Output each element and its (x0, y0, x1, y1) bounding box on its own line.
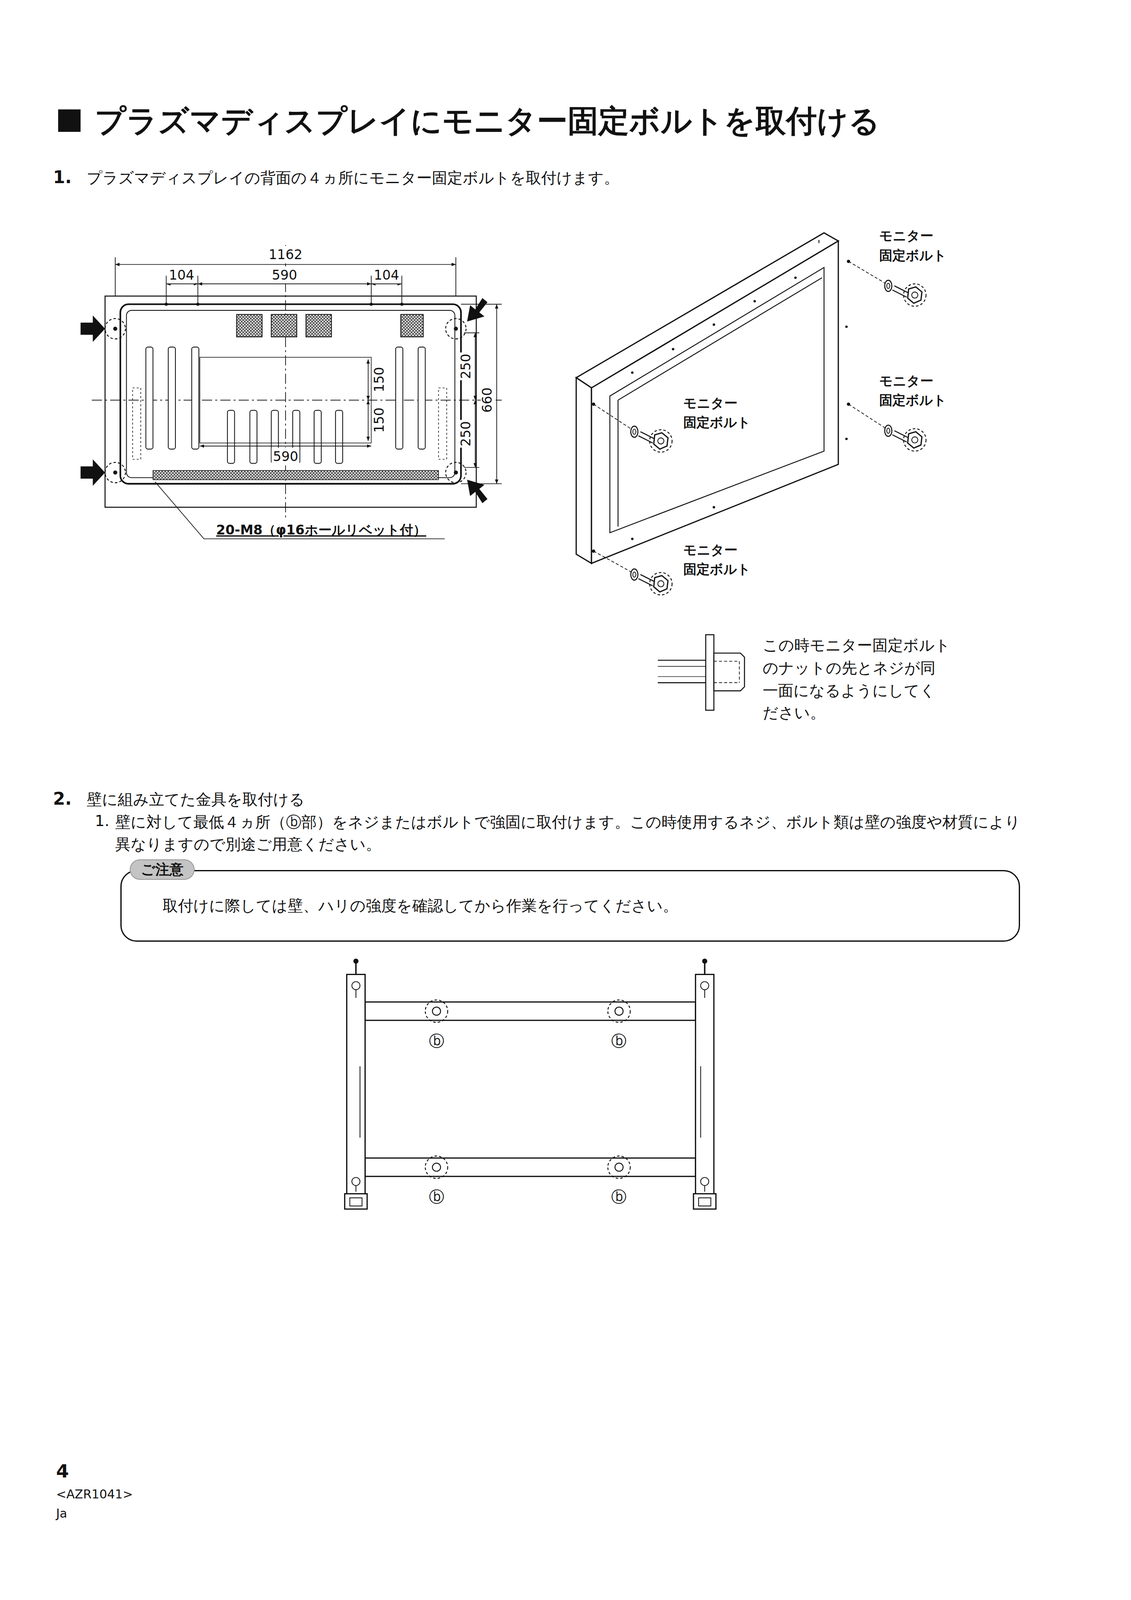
part-name: モニター 固定ボルト (879, 371, 949, 410)
dimension: 590 (270, 266, 299, 284)
instruction: 壁に対して最低４ヵ所（ⓑ部）をネジまたはボルトで強固に取付けます。この時使用する… (115, 810, 1029, 856)
page-title: プラズマディスプレイにモニター固定ボルトを取付ける (94, 101, 881, 141)
dimension: 104 (167, 266, 196, 284)
language-code: Ja (55, 1505, 68, 1522)
dimension: 150 (372, 406, 386, 435)
dimension: 150 (372, 365, 386, 394)
instruction: 壁に組み立てた金具を取付ける (86, 789, 305, 810)
note: この時モニター固定ボルトのナットの先とネジが同一面になるようにしてください。 (762, 634, 951, 725)
caution-box: ご注意取付けに際しては壁、ハリの強度を確認してから作業を行ってください。 (120, 869, 1021, 942)
callout-mark: ⓑ (611, 1031, 627, 1052)
step-number: 1. (52, 166, 72, 189)
caution-text: 取付けに際しては壁、ハリの強度を確認してから作業を行ってください。 (162, 895, 679, 916)
hole-note: 20-M8（φ16ホールリベット付） (216, 521, 427, 539)
part-name: モニター 固定ボルト (683, 393, 753, 432)
callout-mark: ⓑ (428, 1031, 445, 1052)
dimension: 660 (480, 385, 495, 414)
dimension: 1162 (267, 245, 304, 263)
dimension: 250 (459, 419, 473, 448)
page-number: 4 (55, 1459, 69, 1484)
instruction: プラズマディスプレイの背面の４ヵ所にモニター固定ボルトを取付けます。 (86, 168, 620, 189)
part-name: モニター 固定ボルト (683, 540, 753, 579)
caution-heading: ご注意 (129, 859, 195, 880)
dimension: 104 (372, 266, 401, 284)
dimension: 250 (459, 352, 473, 380)
substep-number: 1. (94, 810, 110, 831)
part-name: モニター 固定ボルト (879, 226, 949, 265)
doc-code: <AZR1041> (55, 1486, 133, 1502)
step-number: 2. (52, 787, 72, 811)
callout-mark: ⓑ (428, 1186, 445, 1207)
callout-mark: ⓑ (611, 1186, 627, 1207)
dimension: 590 (271, 447, 300, 465)
